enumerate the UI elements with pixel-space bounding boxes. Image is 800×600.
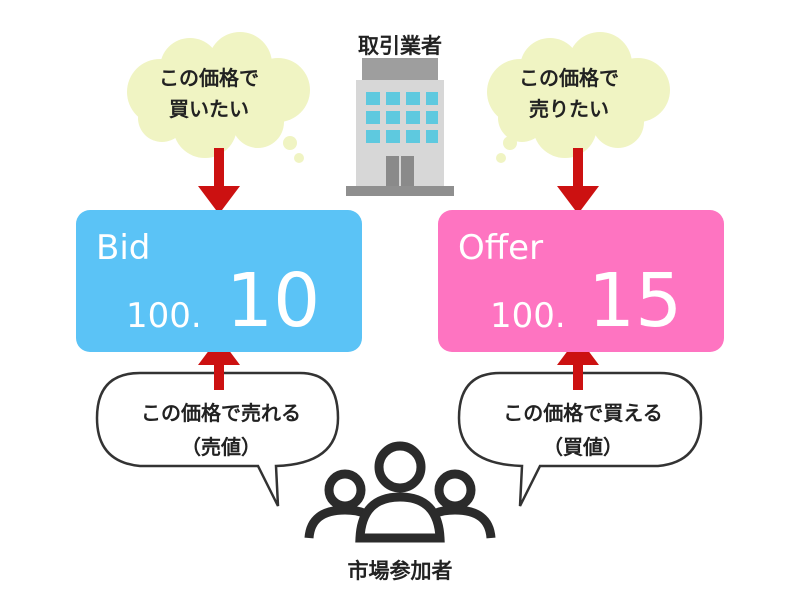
offer-price-big: 15 (588, 258, 683, 344)
thought-bubble-right (487, 32, 670, 163)
thought-line: この価格で (519, 66, 619, 90)
office-building-icon (346, 58, 454, 196)
arrow-down-to-bid (198, 148, 240, 214)
thought-line: この価格で (159, 66, 259, 90)
speech-bubble-left (95, 371, 340, 507)
participant-label: 市場参加者 (347, 559, 453, 583)
speech-text-left: この価格で売れる （売値） (96, 396, 346, 464)
speech-line: （売値） (181, 435, 261, 459)
bid-price-big: 10 (226, 258, 321, 344)
thought-text-right: この価格で 売りたい (494, 63, 644, 125)
offer-title: Offer (458, 228, 544, 268)
arrow-down-to-offer (557, 148, 599, 214)
thought-line: 買いたい (169, 97, 249, 121)
speech-bubble-right (457, 371, 703, 507)
offer-price-prefix: 100. (490, 296, 566, 336)
speech-line: （買値） (543, 435, 623, 459)
bid-price-box: Bid 100. 10 (76, 210, 362, 352)
thought-bubble-left (127, 32, 310, 163)
speech-line: この価格で売れる (141, 401, 301, 425)
bid-title: Bid (96, 228, 151, 268)
speech-text-right: この価格で買える （買値） (458, 396, 708, 464)
people-group-icon (304, 441, 496, 543)
offer-price-box: Offer 100. 15 (438, 210, 724, 352)
bid-price-prefix: 100. (126, 296, 202, 336)
thought-line: 売りたい (529, 97, 609, 121)
speech-line: この価格で買える (503, 401, 663, 425)
thought-text-left: この価格で 買いたい (134, 63, 284, 125)
dealer-label: 取引業者 (358, 34, 442, 58)
